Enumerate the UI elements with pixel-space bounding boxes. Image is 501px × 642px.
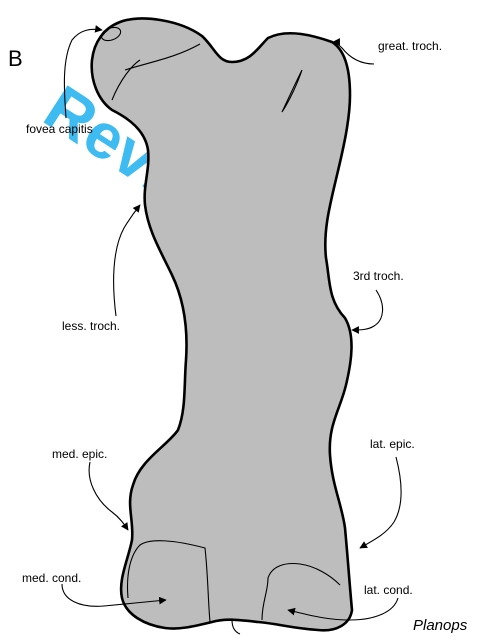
third-troch-arrow [352, 290, 383, 330]
notch-line [232, 620, 240, 634]
taxon-name: Planops [413, 617, 468, 634]
less-troch-arrow [114, 205, 140, 316]
label-great-troch: great. troch. [378, 39, 442, 53]
label-less-troch: less. troch. [62, 319, 120, 333]
label-third-troch: 3rd troch. [353, 269, 404, 283]
panel-letter: B [8, 46, 23, 71]
med-epic-arrow [89, 462, 128, 530]
label-med-cond: med. cond. [22, 571, 81, 585]
lat-epic-arrow [360, 457, 401, 548]
label-fovea-capitis: fovea capitis [26, 122, 93, 136]
femur-outline [92, 18, 352, 630]
label-med-epic: med. epic. [52, 447, 107, 461]
label-lat-epic: lat. epic. [370, 437, 415, 451]
label-lat-cond: lat. cond. [364, 583, 413, 597]
